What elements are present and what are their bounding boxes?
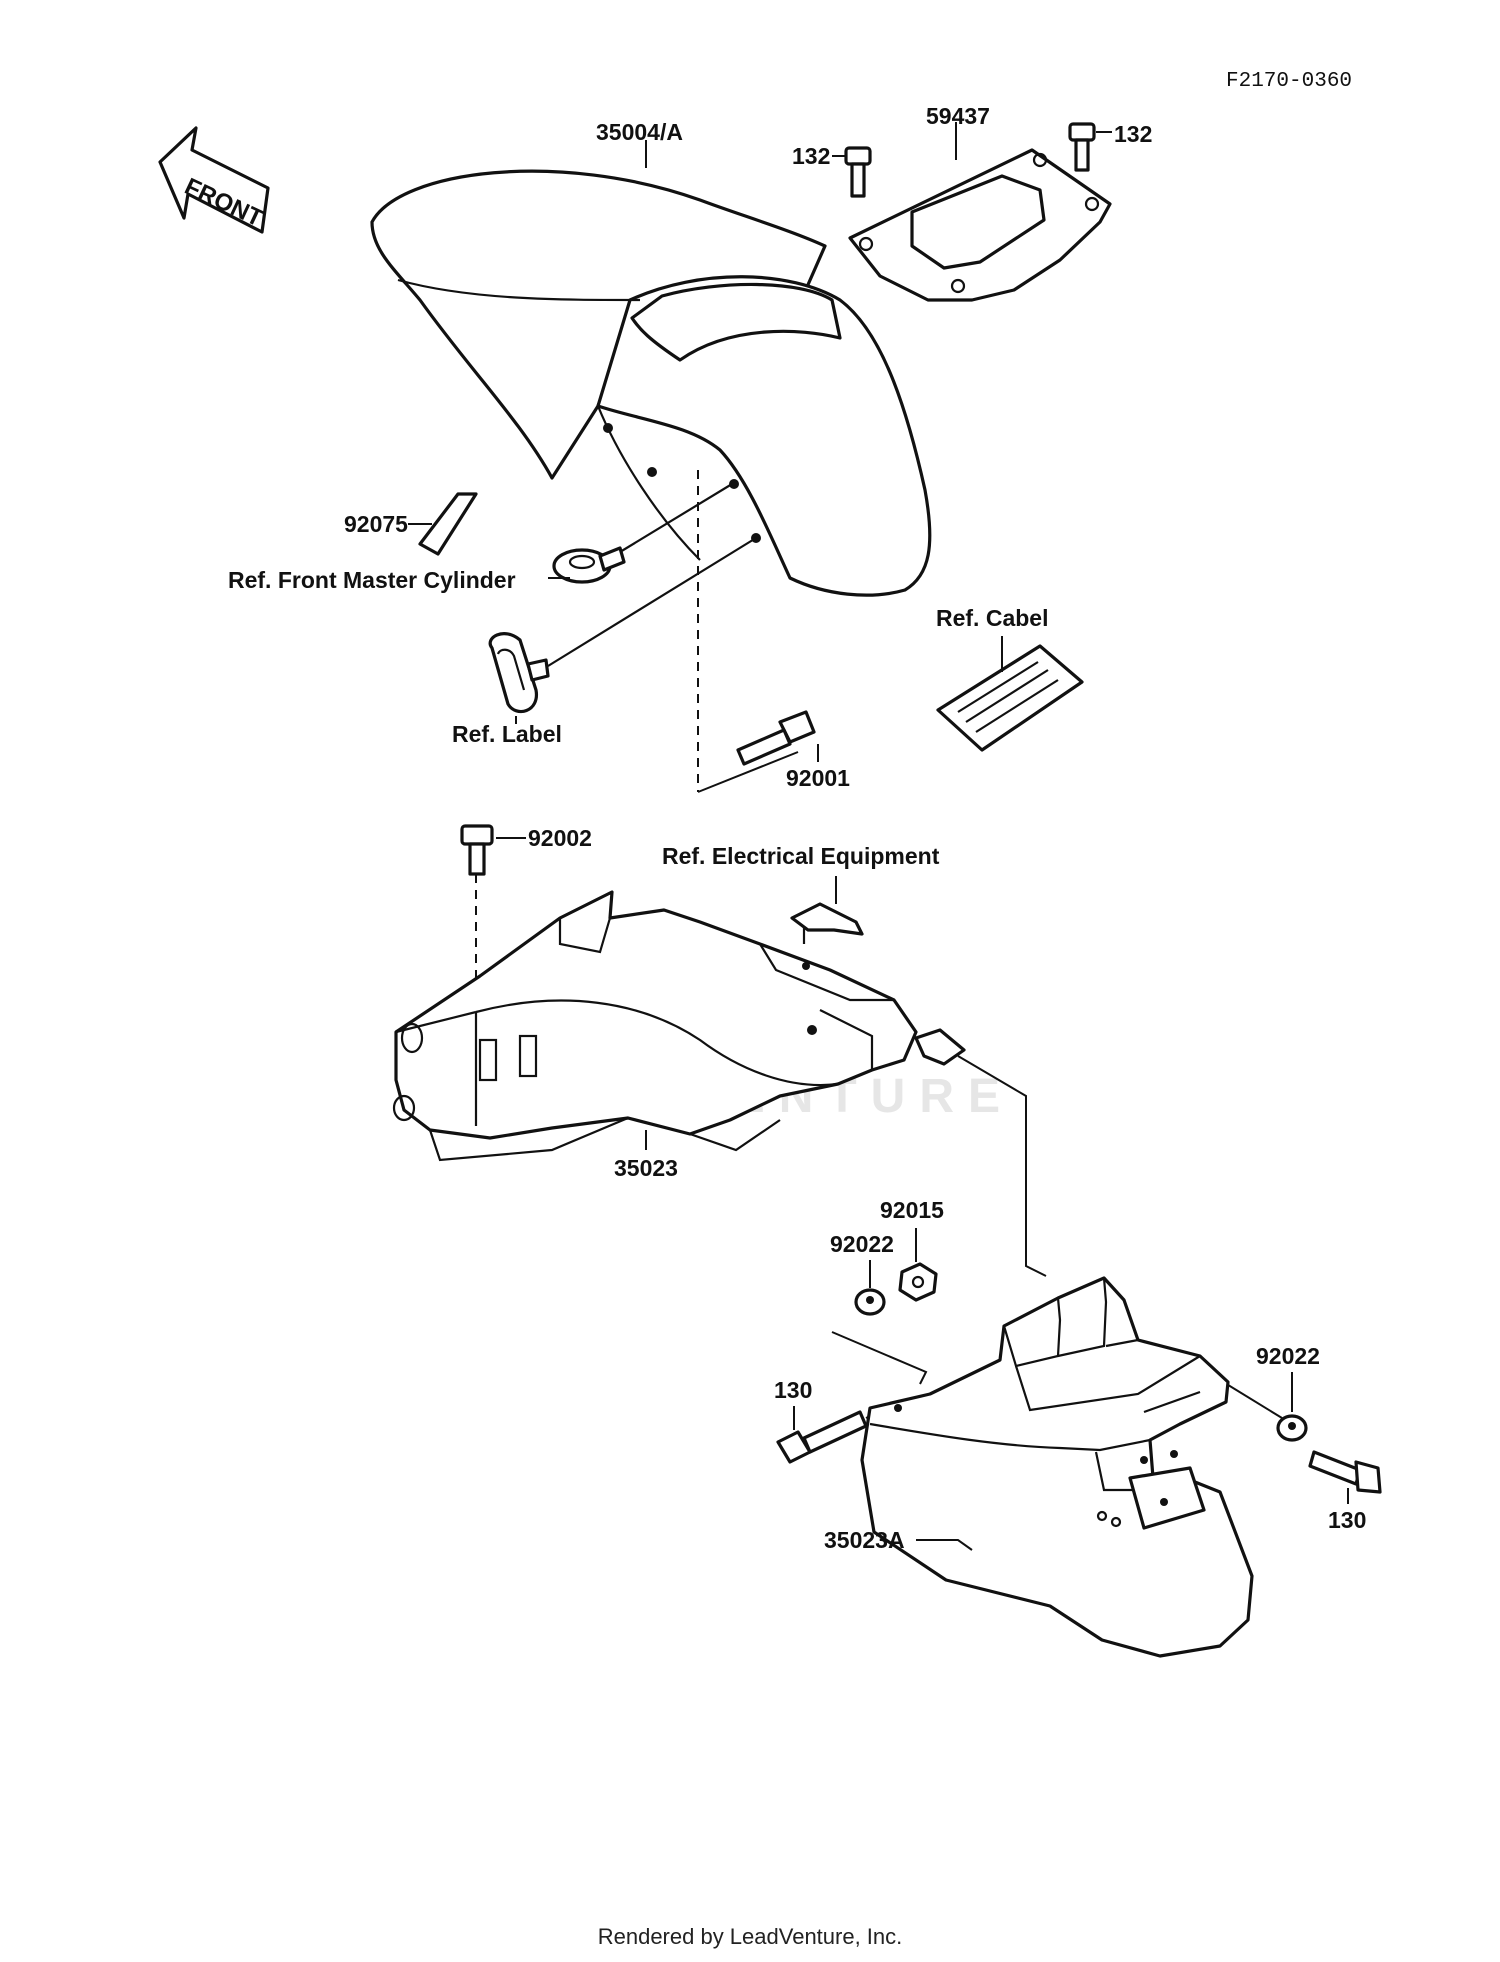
callout-bolt-132-right: 132: [1114, 121, 1152, 147]
rear-fender-rear[interactable]: [860, 1276, 1254, 1658]
callout-ref-cabel: Ref. Label: [452, 721, 562, 747]
front-fender[interactable]: [370, 169, 932, 597]
callout-nut-92015: 92015: [880, 1197, 944, 1223]
callout-pad-92075: 92075: [344, 511, 408, 537]
callout-front-fender: 35004/A: [596, 119, 683, 145]
callout-bolt-130-left: 130: [774, 1377, 812, 1403]
callout-washer-92022-left: 92022: [830, 1231, 894, 1257]
callout-bolt-92002: 92002: [528, 825, 592, 851]
reference-label-sticker[interactable]: [936, 644, 1084, 752]
electrical-bracket[interactable]: [790, 902, 864, 944]
footer-credit: Rendered by LeadVenture, Inc.: [597, 1924, 903, 1949]
bolt-130-right[interactable]: [1308, 1450, 1382, 1494]
callout-rear-fender-front: 35023: [614, 1155, 678, 1181]
cable-guide[interactable]: [488, 632, 550, 714]
washer-92022-left[interactable]: [854, 1288, 886, 1316]
bolt-130-left[interactable]: [776, 1410, 868, 1464]
washer-92022-right[interactable]: [1276, 1414, 1308, 1442]
callout-washer-92022-right: 92022: [1256, 1343, 1320, 1369]
master-cylinder-clamp[interactable]: [552, 546, 626, 584]
callout-ref-label: Ref. Cabel: [936, 605, 1048, 631]
bolt-92002[interactable]: [460, 824, 494, 876]
bolt-132-right[interactable]: [1068, 122, 1096, 172]
callout-ref-electrical: Ref. Electrical Equipment: [662, 843, 940, 869]
callout-ref-master-cylinder: Ref. Front Master Cylinder: [228, 567, 516, 593]
bolt-92001[interactable]: [736, 710, 816, 766]
diagram-code: F2170-0360: [1226, 70, 1352, 93]
nut-92015[interactable]: [898, 1262, 938, 1302]
callout-bolt-132-left: 132: [792, 143, 830, 169]
callout-bolt-92001: 92001: [786, 765, 850, 791]
rear-fender-front[interactable]: [392, 890, 966, 1162]
callout-bolt-130-right: 130: [1328, 1507, 1366, 1533]
front-arrow-icon: FRONT: [158, 126, 270, 234]
bolt-132-left[interactable]: [844, 146, 872, 198]
pad-92075[interactable]: [418, 492, 478, 556]
fender-cover[interactable]: [848, 148, 1112, 302]
callout-rear-fender-rear: 35023A: [824, 1527, 905, 1553]
callout-fender-cover: 59437: [926, 103, 990, 129]
